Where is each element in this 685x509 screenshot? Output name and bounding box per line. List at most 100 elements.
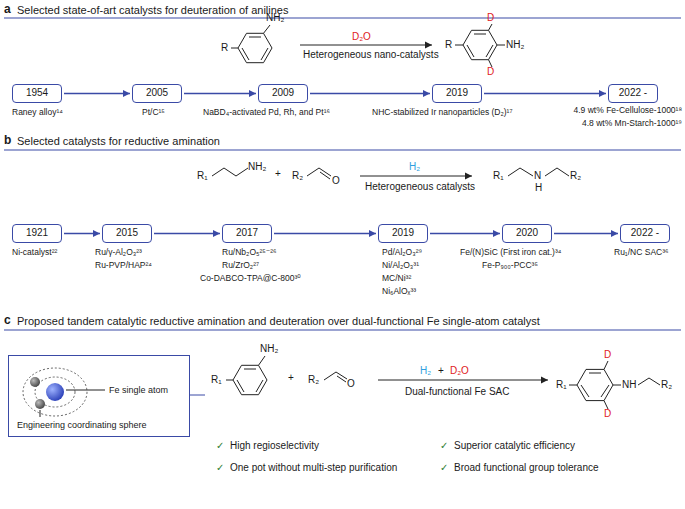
chem-label: D₂O — [352, 31, 371, 43]
catalyst-label: NHC-stabilized Ir nanoparticles (D₂)¹⁷ — [372, 108, 513, 118]
chem-label: R₁ — [211, 374, 222, 386]
catalyst-label: Ni₆AlOₓ³³ — [382, 287, 416, 297]
chem-label: D — [604, 408, 611, 420]
panel-heading: Selected catalysts for reductive aminati… — [17, 135, 220, 148]
year-box: 1954 — [12, 84, 62, 103]
year-text: 2017 — [236, 225, 258, 241]
chem-label: NH₂ — [260, 343, 278, 355]
year-box: 2020 — [502, 224, 552, 243]
timeline-arrow — [274, 233, 376, 234]
year-text: 1954 — [26, 85, 48, 101]
chem-label: H₂ — [409, 161, 420, 173]
catalyst-label: Ru-PVP/HAP²⁴ — [95, 261, 152, 271]
year-box: 2019 — [378, 224, 428, 243]
year-box: 2017 — [222, 224, 272, 243]
chem-label: One pot without multi-step purification — [230, 462, 397, 474]
catalyst-label: Co-DABCO-TPA@C-800³⁰ — [200, 274, 301, 284]
chem-label: R — [221, 42, 228, 54]
timeline-arrow — [184, 93, 256, 94]
chem-label: Broad functional group tolerance — [454, 462, 599, 474]
chem-label: R₂ — [308, 374, 319, 386]
catalyst-box: Fe single atomEngineering coordinating s… — [8, 355, 190, 437]
catalyst-label: Raney alloy¹⁴ — [12, 108, 63, 118]
chem-label: Heterogeneous catalysts — [365, 181, 475, 193]
catalyst-label: Ru/Nb₂O₅²⁵⁻²⁶ — [222, 248, 277, 258]
chem-label: Superior catalytic efficiency — [454, 440, 575, 452]
chem-label: ✓ — [216, 440, 224, 452]
box-text: Engineering coordinating sphere — [17, 420, 147, 430]
year-box: 2022 - — [620, 224, 670, 243]
catalyst-label: MC/Ni³² — [382, 274, 411, 284]
year-box: 2015 — [102, 224, 152, 243]
panel-heading: a — [4, 3, 11, 17]
timeline-arrow — [310, 93, 430, 94]
catalyst-label: Pt/C¹⁵ — [142, 108, 165, 118]
year-box: 2022 - — [608, 84, 658, 103]
catalyst-label: 4.8 wt% Mn-Starch-1000¹⁹ — [582, 119, 682, 129]
year-text: 2019 — [392, 225, 414, 241]
year-text: 2022 - — [631, 225, 659, 241]
year-text: 2020 — [516, 225, 538, 241]
chem-label: R₂ — [570, 170, 581, 182]
chem-label: ✓ — [216, 462, 224, 474]
chem-label: R — [445, 39, 452, 51]
timeline-arrow — [430, 233, 500, 234]
year-text: 2022 - — [619, 85, 647, 101]
year-box: 2019 — [432, 84, 482, 103]
chem-label: NH₂ — [266, 12, 284, 24]
chem-label: Heterogeneous nano-catalysts — [303, 49, 439, 61]
chem-label: ✓ — [440, 462, 448, 474]
chem-label: H₂ — [420, 365, 431, 377]
chem-label: NH — [622, 379, 636, 391]
panel-heading: Selected state-of-art catalysts for deut… — [17, 4, 288, 17]
chem-label: + — [438, 365, 444, 377]
chem-label: R₂ — [292, 170, 303, 182]
chem-label: O — [347, 378, 355, 390]
chem-label: NH₂ — [248, 161, 266, 173]
catalyst-label: 4.9 wt% Fe-Cellulose-1000¹⁸ — [574, 106, 682, 116]
year-text: 2015 — [116, 225, 138, 241]
chem-label: D — [487, 12, 494, 24]
year-text: 2005 — [146, 85, 168, 101]
catalyst-label: Fe/(N)SiC (First iron cat.)³⁴ — [460, 248, 561, 258]
catalyst-label: Fe-P₉₀₀-PCC³⁵ — [482, 261, 538, 271]
catalyst-label: Ni-catalyst²² — [12, 248, 57, 258]
timeline-arrow — [554, 233, 618, 234]
year-box: 2009 — [258, 84, 308, 103]
chem-label: O — [332, 175, 340, 187]
year-box: 2005 — [132, 84, 182, 103]
catalyst-label: NaBD₄-activated Pd, Rh, and Pt¹⁶ — [203, 108, 330, 118]
catalyst-label: Ru₁/NC SAC³⁶ — [614, 248, 669, 258]
panel-heading: b — [4, 134, 11, 148]
chem-label: ✓ — [440, 440, 448, 452]
panel-heading: Proposed tandem catalytic reductive amin… — [17, 315, 540, 328]
chem-label: High regioselectivity — [230, 440, 319, 452]
panel-heading: c — [4, 314, 11, 328]
year-text: 1921 — [26, 225, 48, 241]
chem-label: H — [535, 182, 542, 194]
chem-label: R₂ — [661, 379, 672, 391]
chem-label: R₁ — [197, 170, 208, 182]
catalyst-label: Ni/Al₂O₃³¹ — [382, 261, 419, 271]
catalyst-label: Pd/Al₂O₃²⁹ — [382, 248, 422, 258]
timeline-arrow — [64, 233, 100, 234]
chem-label: D₂O — [450, 365, 469, 377]
chem-label: R₁ — [493, 170, 504, 182]
chem-label: D — [487, 66, 494, 78]
chem-label: + — [288, 372, 294, 384]
year-box: 1921 — [12, 224, 62, 243]
timeline-arrow — [484, 93, 606, 94]
box-text: Fe single atom — [109, 385, 168, 395]
catalyst-label: Ru/ZrO₂²⁷ — [222, 261, 259, 271]
catalyst-label: Ru/γ-Al₂O₃²³ — [95, 248, 142, 258]
chem-label: D — [604, 349, 611, 361]
chem-label: N — [534, 170, 541, 182]
chem-label: NH₂ — [506, 39, 524, 51]
year-text: 2009 — [272, 85, 294, 101]
timeline-arrow — [154, 233, 220, 234]
year-text: 2019 — [446, 85, 468, 101]
timeline-arrow — [64, 93, 130, 94]
chem-label: R₁ — [556, 379, 567, 391]
chem-label: Dual-functional Fe SAC — [405, 386, 510, 398]
chem-label: + — [275, 168, 281, 180]
